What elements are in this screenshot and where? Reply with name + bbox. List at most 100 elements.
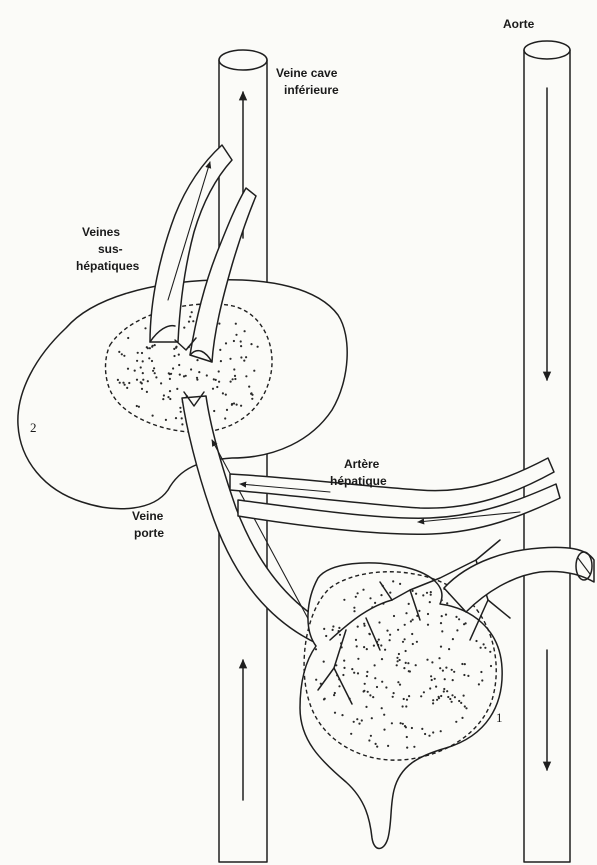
stipple-dot: [451, 701, 453, 703]
stipple-dot: [233, 340, 235, 342]
stipple-dot: [225, 394, 227, 396]
stipple-dot: [451, 669, 453, 671]
stipple-dot: [412, 619, 414, 621]
stipple-dot: [356, 645, 358, 647]
stipple-dot: [357, 626, 359, 628]
stipple-dot: [213, 410, 215, 412]
stipple-dot: [412, 590, 414, 592]
stipple-dot: [365, 706, 367, 708]
stipple-dot: [378, 621, 380, 623]
stipple-dot: [196, 377, 198, 379]
stipple-dot: [440, 622, 442, 624]
stipple-dot: [366, 648, 368, 650]
stipple-dot: [151, 346, 153, 348]
stipple-dot: [369, 597, 371, 599]
stipple-dot: [418, 610, 420, 612]
stipple-dot: [404, 638, 406, 640]
stipple-dot: [353, 721, 355, 723]
stipple-dot: [244, 330, 246, 332]
stipple-dot: [402, 723, 404, 725]
stipple-dot: [126, 387, 128, 389]
stipple-dot: [323, 698, 325, 700]
stipple-dot: [453, 671, 455, 673]
stipple-dot: [435, 686, 437, 688]
stipple-dot: [240, 405, 242, 407]
stipple-dot: [251, 398, 253, 400]
stipple-dot: [405, 726, 407, 728]
stipple-dot: [400, 722, 402, 724]
stipple-dot: [458, 618, 460, 620]
stipple-dot: [399, 659, 401, 661]
stipple-dot: [213, 378, 215, 380]
stipple-dot: [420, 695, 422, 697]
stipple-dot: [231, 403, 233, 405]
stipple-dot: [455, 616, 457, 618]
stipple-dot: [436, 699, 438, 701]
stipple-dot: [180, 411, 182, 413]
stipple-dot: [383, 714, 385, 716]
stipple-dot: [429, 601, 431, 603]
stipple-dot: [392, 696, 394, 698]
stipple-dot: [393, 615, 395, 617]
stipple-dot: [127, 368, 129, 370]
stipple-dot: [142, 379, 144, 381]
stipple-dot: [362, 589, 364, 591]
stipple-dot: [250, 392, 252, 394]
stipple-dot: [153, 367, 155, 369]
stipple-dot: [461, 663, 463, 665]
stipple-dot: [357, 592, 359, 594]
stipple-dot: [136, 405, 138, 407]
stipple-dot: [428, 735, 430, 737]
stipple-dot: [253, 370, 255, 372]
stipple-dot: [123, 355, 125, 357]
stipple-dot: [405, 705, 407, 707]
stipple-dot: [409, 670, 411, 672]
stipple-dot: [119, 382, 121, 384]
stipple-dot: [475, 640, 477, 642]
stipple-dot: [240, 356, 242, 358]
stipple-dot: [191, 311, 193, 313]
stipple-dot: [338, 685, 340, 687]
stipple-dot: [392, 580, 394, 582]
stipple-dot: [384, 649, 386, 651]
stipple-dot: [136, 379, 138, 381]
stipple-dot: [181, 423, 183, 425]
stipple-dot: [397, 660, 399, 662]
stipple-dot: [178, 364, 180, 366]
label-veines-3: hépatiques: [76, 259, 140, 273]
stipple-dot: [353, 610, 355, 612]
stipple-dot: [389, 634, 391, 636]
stipple-dot: [449, 698, 451, 700]
stipple-dot: [454, 696, 456, 698]
stipple-dot: [465, 622, 467, 624]
stipple-dot: [232, 378, 234, 380]
stipple-dot: [389, 592, 391, 594]
stipple-dot: [452, 679, 454, 681]
stipple-dot: [371, 717, 373, 719]
stipple-dot: [142, 372, 144, 374]
stipple-dot: [188, 321, 190, 323]
stipple-dot: [363, 646, 365, 648]
stipple-dot: [206, 374, 208, 376]
stipple-dot: [396, 657, 398, 659]
label-veine-porte-1: Veine: [132, 509, 164, 523]
stipple-dot: [167, 396, 169, 398]
stipple-dot: [411, 633, 413, 635]
stipple-dot: [165, 419, 167, 421]
stipple-dot: [424, 733, 426, 735]
stipple-dot: [333, 694, 335, 696]
stipple-dot: [175, 417, 177, 419]
stipple-dot: [402, 641, 404, 643]
stipple-dot: [484, 647, 486, 649]
stipple-dot: [404, 624, 406, 626]
stipple-dot: [358, 723, 360, 725]
stipple-dot: [355, 639, 357, 641]
stipple-dot: [439, 667, 441, 669]
stipple-dot: [375, 743, 377, 745]
stipple-dot: [224, 417, 226, 419]
stipple-dot: [389, 639, 391, 641]
stipple-dot: [128, 382, 130, 384]
stipple-dot: [338, 627, 340, 629]
stipple-dot: [339, 634, 341, 636]
